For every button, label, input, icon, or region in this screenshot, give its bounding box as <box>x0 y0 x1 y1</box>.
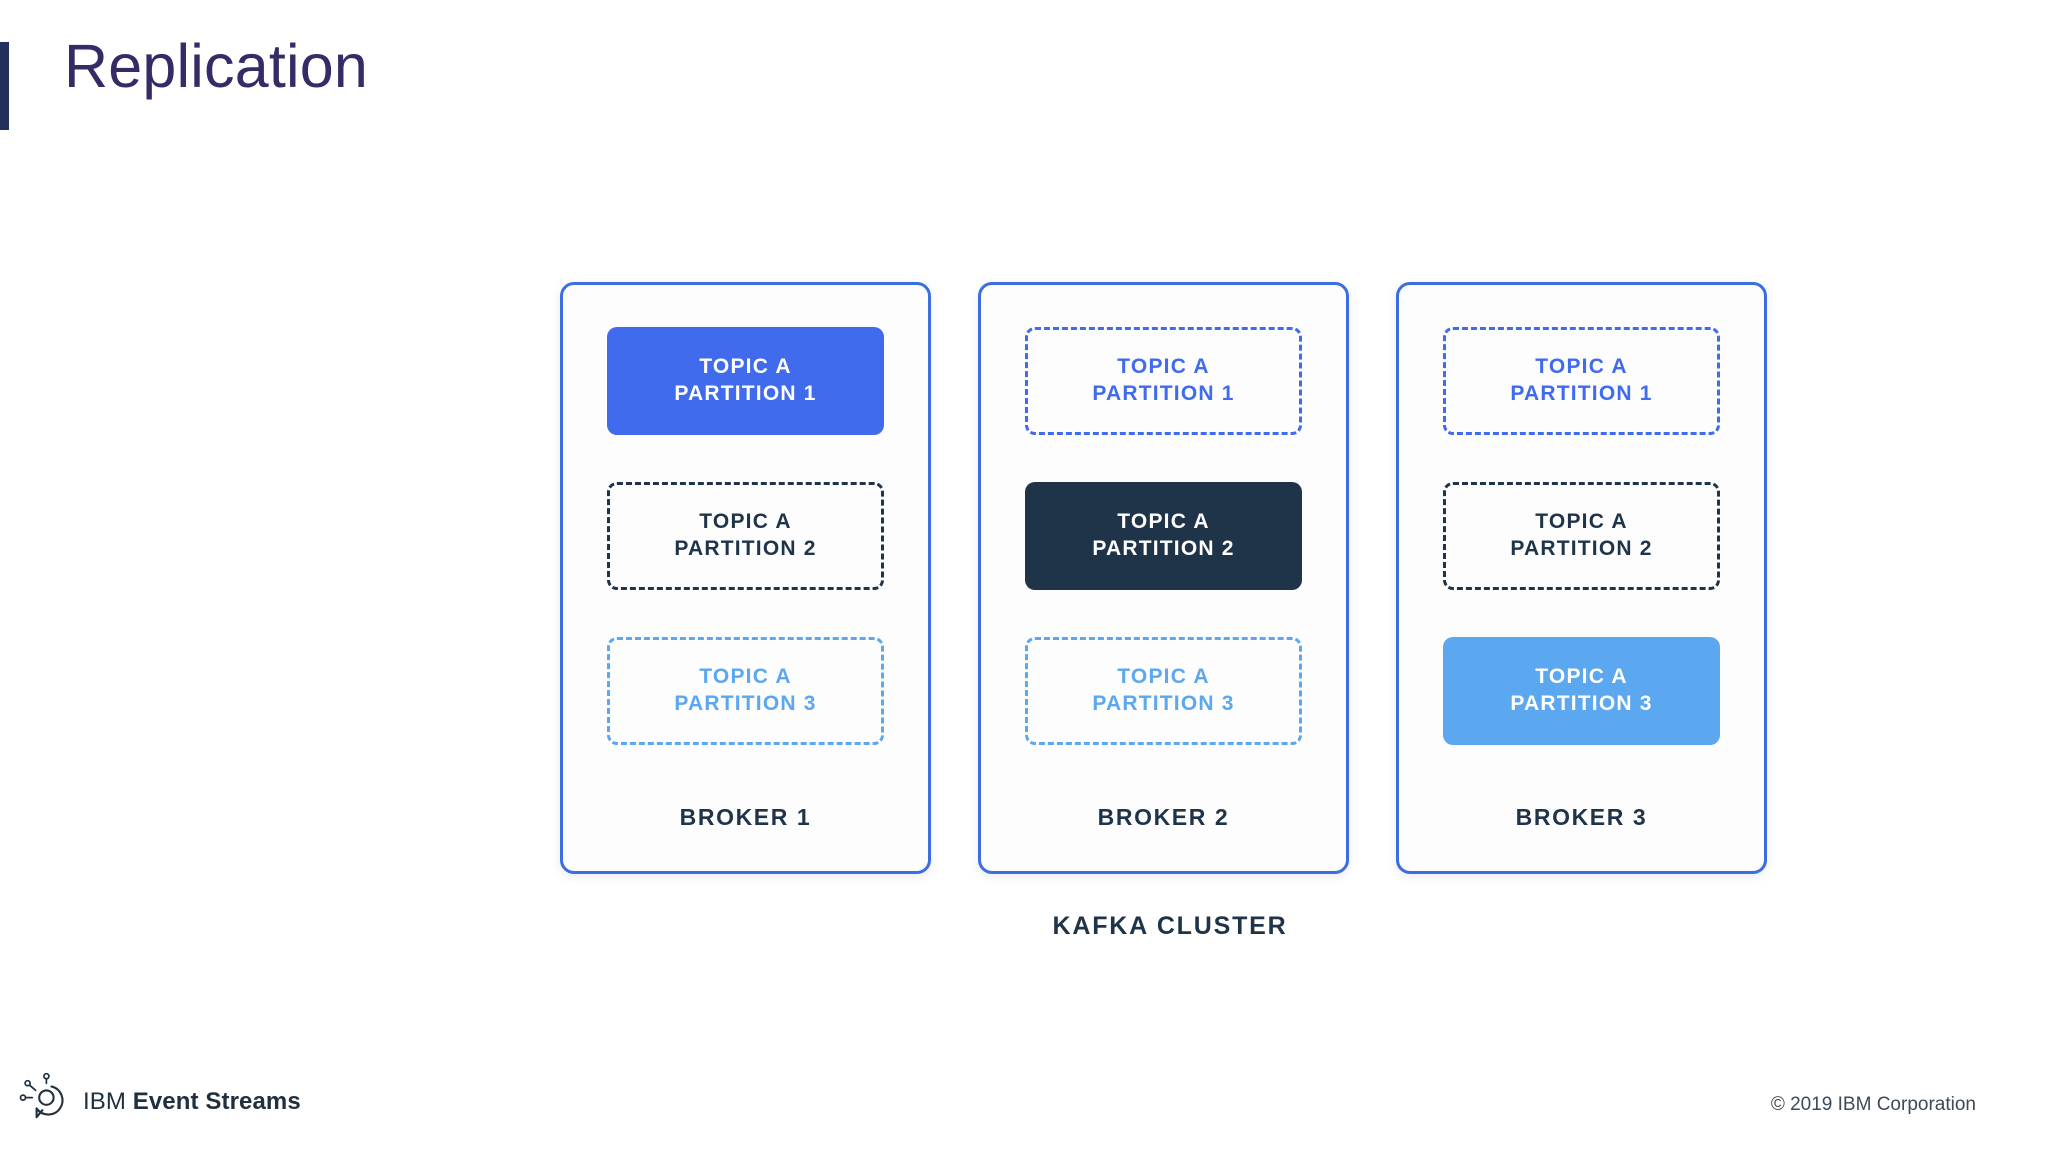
partition-number-label: PARTITION 1 <box>1510 382 1653 405</box>
partition-box-b3-p2[interactable]: TOPIC A PARTITION 2 <box>1443 482 1720 590</box>
partition-number-label: PARTITION 2 <box>1092 537 1235 560</box>
partition-topic-label: TOPIC A <box>1535 665 1628 689</box>
partition-number-label: PARTITION 3 <box>1092 692 1235 715</box>
event-streams-logo-icon <box>18 1072 70 1130</box>
partition-number-label: PARTITION 2 <box>674 537 817 560</box>
partition-number-label: PARTITION 1 <box>674 382 817 405</box>
partition-number-label: PARTITION 3 <box>674 692 817 715</box>
broker-list: TOPIC A PARTITION 1 TOPIC A PARTITION 2 … <box>560 282 1780 874</box>
copyright-label: © 2019 IBM Corporation <box>1770 1094 1976 1115</box>
page-title: Replication <box>64 32 368 100</box>
broker-card-3[interactable]: TOPIC A PARTITION 1 TOPIC A PARTITION 2 … <box>1396 282 1767 874</box>
partition-topic-label: TOPIC A <box>1117 665 1210 689</box>
partition-box-b2-p2[interactable]: TOPIC A PARTITION 2 <box>1025 482 1302 590</box>
kafka-cluster-diagram: TOPIC A PARTITION 1 TOPIC A PARTITION 2 … <box>560 282 1780 982</box>
partition-box-b1-p2[interactable]: TOPIC A PARTITION 2 <box>607 482 884 590</box>
partition-box-b3-p1[interactable]: TOPIC A PARTITION 1 <box>1443 327 1720 435</box>
broker-label-1: BROKER 1 <box>679 804 812 830</box>
partition-topic-label: TOPIC A <box>699 510 792 534</box>
broker-card-1[interactable]: TOPIC A PARTITION 1 TOPIC A PARTITION 2 … <box>560 282 931 874</box>
partition-box-b2-p1[interactable]: TOPIC A PARTITION 1 <box>1025 327 1302 435</box>
partition-topic-label: TOPIC A <box>699 355 792 379</box>
kafka-cluster-label: KAFKA CLUSTER <box>1052 912 1288 940</box>
partition-topic-label: TOPIC A <box>1117 510 1210 534</box>
broker-label-3: BROKER 3 <box>1515 804 1648 830</box>
brand-wordmark: IBM Event Streams <box>83 1088 301 1116</box>
broker-card-2[interactable]: TOPIC A PARTITION 1 TOPIC A PARTITION 2 … <box>978 282 1349 874</box>
brand-ibm-label: IBM <box>83 1087 126 1115</box>
partition-number-label: PARTITION 2 <box>1510 537 1653 560</box>
partition-box-b3-p3[interactable]: TOPIC A PARTITION 3 <box>1443 637 1720 745</box>
title-accent-bar <box>0 42 9 130</box>
partition-box-b1-p1[interactable]: TOPIC A PARTITION 1 <box>607 327 884 435</box>
partition-box-b2-p3[interactable]: TOPIC A PARTITION 3 <box>1025 637 1302 745</box>
footer-brand: IBM Event Streams <box>18 1072 301 1130</box>
partition-topic-label: TOPIC A <box>1117 355 1210 379</box>
broker-label-2: BROKER 2 <box>1097 804 1230 830</box>
partition-number-label: PARTITION 3 <box>1510 692 1653 715</box>
partition-topic-label: TOPIC A <box>699 665 792 689</box>
brand-product-label: Event Streams <box>132 1087 301 1115</box>
partition-topic-label: TOPIC A <box>1535 355 1628 379</box>
partition-number-label: PARTITION 1 <box>1092 382 1235 405</box>
partition-box-b1-p3[interactable]: TOPIC A PARTITION 3 <box>607 637 884 745</box>
partition-topic-label: TOPIC A <box>1535 510 1628 534</box>
